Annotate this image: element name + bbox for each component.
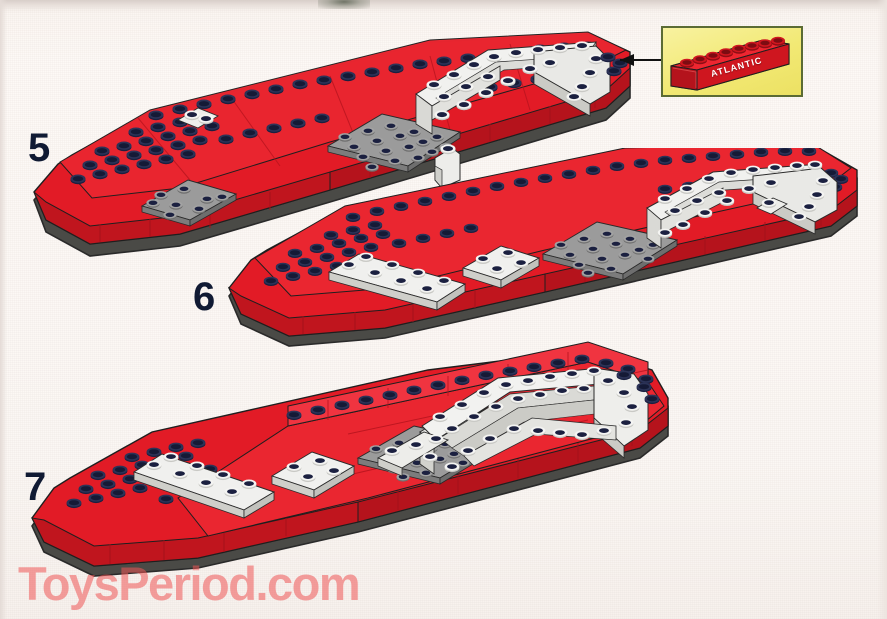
step-5-illustration xyxy=(33,31,631,257)
step-7-illustration xyxy=(31,341,669,577)
page-top-edge-shadow xyxy=(0,0,887,10)
page-right-edge-shadow xyxy=(877,0,887,619)
step-number-7: 7 xyxy=(24,465,46,509)
step-number-5: 5 xyxy=(28,126,50,170)
watermark-toysperiod: ToysPeriod.com xyxy=(18,557,361,610)
callout-arrow xyxy=(620,54,662,66)
atlantic-brick-illustration xyxy=(670,36,790,91)
step-number-6: 6 xyxy=(193,275,215,319)
step-6-illustration xyxy=(227,148,858,347)
scan-artifact-smudge xyxy=(318,0,370,9)
atlantic-brick-callout-box: ATLANTIC xyxy=(661,26,803,97)
page-left-edge-shadow xyxy=(0,0,7,619)
